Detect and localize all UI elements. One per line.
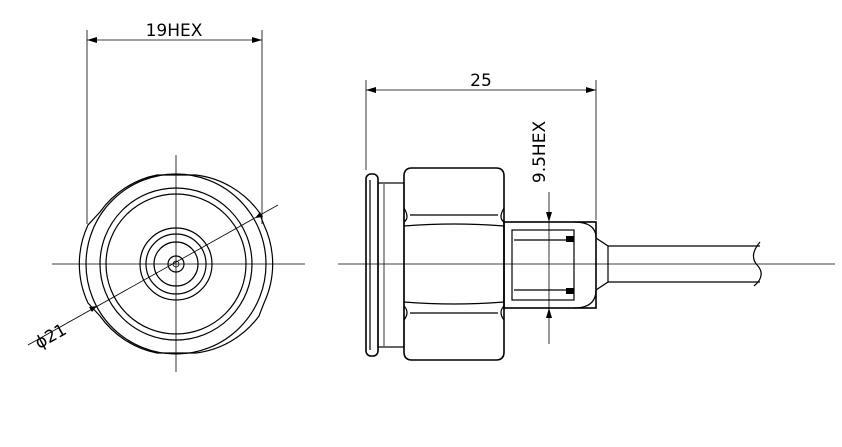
front-outer-circle xyxy=(85,173,267,355)
hex19-arrow-right xyxy=(252,37,262,43)
front-inner-circle xyxy=(153,241,199,287)
hex9-arrow-bottom xyxy=(546,308,552,318)
front-view: 19HEX ϕ21 xyxy=(27,21,305,372)
side-hex-flat-curves xyxy=(403,223,505,305)
side-view: 25 9.5HEX xyxy=(338,71,835,361)
front-chamfer-circle xyxy=(99,187,253,341)
side-body-neck xyxy=(377,182,405,348)
len25-dimension-label: 25 xyxy=(470,71,492,91)
side-rear-crimp-mark-bottom xyxy=(566,288,574,294)
dia21-arrow-lower xyxy=(89,306,97,312)
hex9-dimension-label: 9.5HEX xyxy=(530,121,550,184)
front-bore-circle xyxy=(139,227,213,301)
front-outer-hex-outline xyxy=(78,174,274,354)
hex19-dimension-label: 19HEX xyxy=(146,21,203,41)
front-contact-pin xyxy=(167,255,185,273)
side-flange xyxy=(365,173,379,357)
dia21-arrow-upper xyxy=(255,212,263,218)
front-face-circle xyxy=(105,193,247,335)
side-rear-crimp-mark-top xyxy=(566,236,574,242)
len25-arrow-right xyxy=(586,87,596,93)
side-hex-upper-chamfer xyxy=(403,207,505,223)
side-rear-hex-inner xyxy=(511,229,575,301)
side-rear-hex-body xyxy=(503,221,597,309)
len25-arrow-left xyxy=(366,87,376,93)
dia21-leader-line xyxy=(27,204,279,346)
hex9-arrow-top xyxy=(546,212,552,222)
side-cable-boot xyxy=(573,221,609,309)
side-cable-break xyxy=(752,241,762,287)
hex19-arrow-left xyxy=(87,37,97,43)
front-insulator-circle xyxy=(145,233,207,295)
side-hex-lower-chamfer xyxy=(403,305,505,321)
